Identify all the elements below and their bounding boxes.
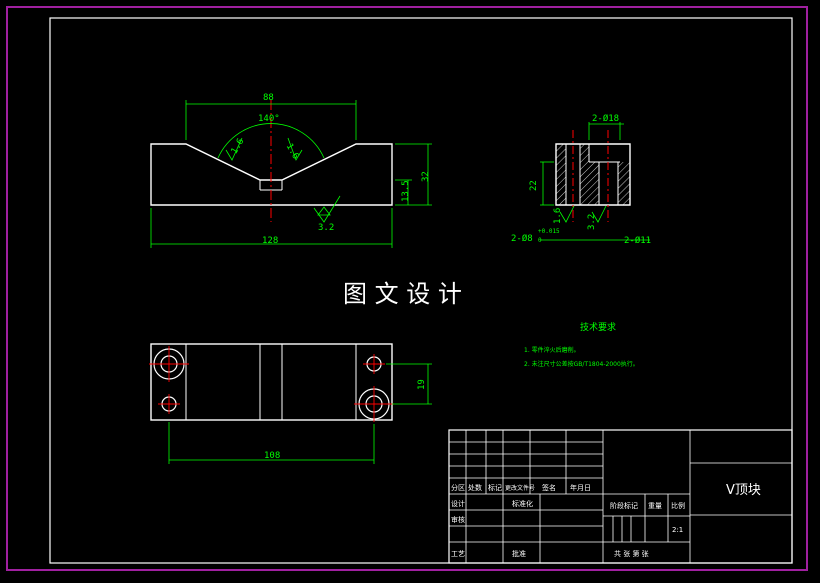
tb-label: 阶段标记 xyxy=(610,501,638,510)
rough-bottom-label: 3.2 xyxy=(318,223,334,233)
front-view-outline xyxy=(150,143,393,206)
rough-label-a: 1.6 xyxy=(230,137,247,156)
hatch-section xyxy=(618,162,630,205)
tb-label: 处数 xyxy=(468,483,482,492)
title-block-text: 分区 处数 标记 更改文件号 签名 年月日 设计 标准化 审核 工艺 批准 阶段… xyxy=(451,483,761,558)
title-block-frame xyxy=(448,429,793,564)
tb-label: 设计 xyxy=(451,499,465,508)
dim-angle-label: 140° xyxy=(258,114,280,124)
side-view: 2-Ø18 22 1.6 3.2 2-Ø8 +0.015 0 2-Ø11 xyxy=(511,113,651,246)
part-name: V顶块 xyxy=(726,483,761,498)
outer-frame xyxy=(6,6,808,571)
hatch-section xyxy=(556,144,566,205)
tb-label: 重量 xyxy=(648,502,662,510)
tol-upper-label: +0.015 xyxy=(538,228,560,235)
dim-13-5-label: 13.5 xyxy=(401,180,411,202)
tb-label: 标准化 xyxy=(512,499,533,508)
roughness-symbol xyxy=(591,205,607,223)
side-rough-b: 3.2 xyxy=(587,214,597,230)
tb-sheets: 共 张 第 张 xyxy=(614,549,649,558)
roughness-symbol xyxy=(225,137,243,161)
dim-128-label: 128 xyxy=(262,236,278,246)
tb-ratio: 2:1 xyxy=(672,526,683,534)
tech-req-title: 技术要求 xyxy=(580,321,616,333)
dim-hole-a-label: 2-Ø8 xyxy=(511,233,533,244)
watermark-text: 图 文 设 计 xyxy=(343,280,462,308)
dim-hole-b-label: 2-Ø11 xyxy=(624,235,651,246)
hatch-section xyxy=(580,144,589,205)
tb-label: 标记 xyxy=(488,483,502,492)
tech-req-line-2: 2. 未注尺寸公差按GB/T1804-2000执行。 xyxy=(524,360,639,368)
top-view-outline xyxy=(150,343,393,421)
tol-lower-label: 0 xyxy=(538,237,542,244)
tech-req-line-1: 1. 零件淬火后磨削。 xyxy=(524,346,580,354)
dim-32-label: 32 xyxy=(421,171,431,182)
drawing-border xyxy=(49,17,793,564)
roughness-symbol xyxy=(287,137,303,161)
tb-label: 分区 xyxy=(451,483,465,492)
front-view: 88 140° 1.6 1.6 32 13.5 128 3.2 xyxy=(150,93,432,248)
roughness-symbol xyxy=(317,206,331,216)
tb-label: 工艺 xyxy=(451,550,465,558)
dim-22-label: 22 xyxy=(529,180,539,191)
technical-requirements: 技术要求 1. 零件淬火后磨削。 2. 未注尺寸公差按GB/T1804-2000… xyxy=(524,321,639,368)
side-rough-a: 1.6 xyxy=(553,208,563,224)
roughness-symbol xyxy=(559,205,575,223)
angle-arc xyxy=(217,123,325,159)
dim-19-label: 19 xyxy=(417,379,427,390)
tb-label: 审核 xyxy=(451,515,465,524)
dim-88-label: 88 xyxy=(263,93,274,103)
hatch-section xyxy=(589,162,599,205)
tb-label: 批准 xyxy=(512,549,526,558)
hole-center-marks xyxy=(149,346,394,422)
dim-18-label: 2-Ø18 xyxy=(592,113,619,124)
tb-label: 比例 xyxy=(671,501,685,510)
tb-label: 年月日 xyxy=(570,483,591,492)
rough-label-b: 1.6 xyxy=(284,142,301,161)
dim-108-label: 108 xyxy=(264,451,280,461)
tb-label: 更改文件号 xyxy=(505,484,535,492)
top-view: 108 19 xyxy=(149,343,432,464)
tb-label: 签名 xyxy=(542,483,556,492)
title-block xyxy=(448,429,793,564)
roughness-symbol xyxy=(313,195,341,223)
